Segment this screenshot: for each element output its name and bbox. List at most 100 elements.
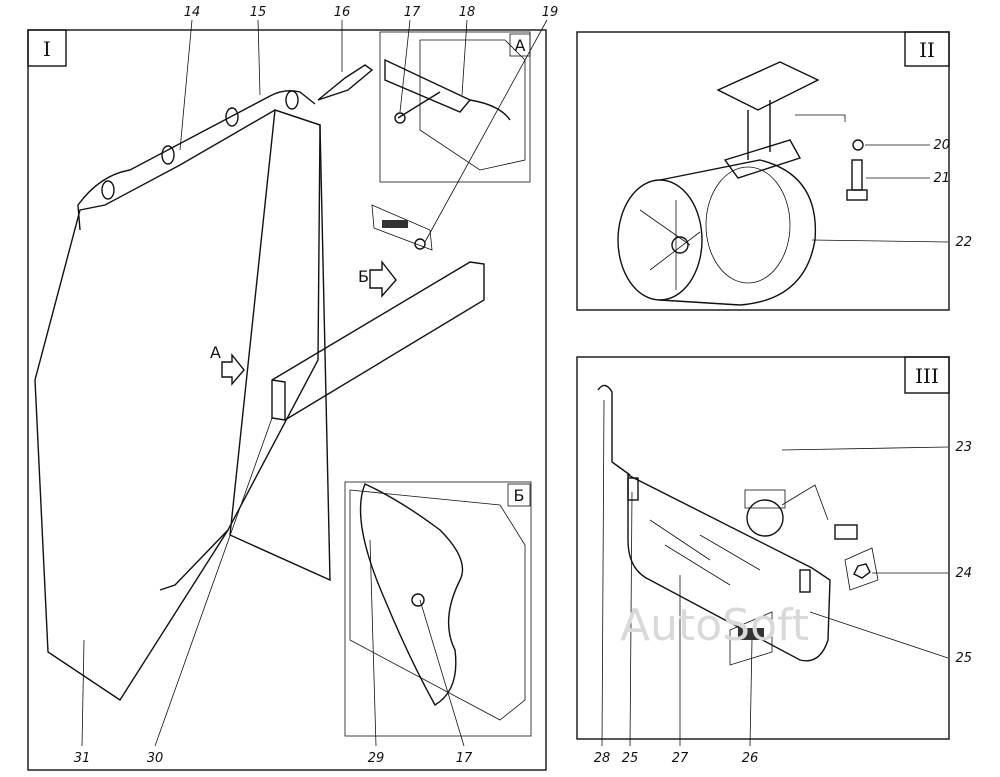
wooden-rail-end xyxy=(271,379,286,420)
rod-ring xyxy=(101,180,115,200)
inset-a-frame xyxy=(379,31,531,183)
inset-a-screw-head xyxy=(394,112,406,124)
visor-rod xyxy=(597,384,631,476)
callout-21: 21 xyxy=(933,171,950,186)
inset-b-wood-block xyxy=(349,489,526,721)
lock-washer-part-20 xyxy=(852,139,864,151)
inset-a-label: А xyxy=(515,36,526,55)
callout-15: 15 xyxy=(250,5,267,20)
callout-17-top: 17 xyxy=(404,5,421,20)
bolt-head-part-21 xyxy=(846,189,868,201)
callout-27: 27 xyxy=(672,751,689,766)
wooden-rail xyxy=(271,261,485,421)
panel-2: II xyxy=(576,31,950,311)
fan-blades xyxy=(639,200,701,290)
knob-leader-line xyxy=(781,484,829,521)
fan-hub xyxy=(671,236,689,254)
fan-housing xyxy=(659,159,817,306)
callout-25-bottom: 25 xyxy=(622,751,639,766)
callout-17-bottom: 17 xyxy=(456,751,473,766)
panel-1-label: I xyxy=(43,37,51,61)
mesh-panel-left xyxy=(34,109,321,701)
leader-14 xyxy=(179,19,193,151)
bolt-shank-part-21 xyxy=(851,159,863,191)
leader-23 xyxy=(781,446,949,451)
inset-b-label: Б xyxy=(514,486,525,505)
bolt-detail-19 xyxy=(371,204,433,251)
callout-24: 24 xyxy=(955,566,972,581)
nut-part-24 xyxy=(853,563,871,579)
panel-3-label: III xyxy=(915,364,939,388)
panel-3-label-box xyxy=(904,356,950,394)
inset-b-label-box xyxy=(507,483,531,507)
leader-28 xyxy=(601,399,605,747)
panel-1: I А xyxy=(27,29,547,771)
visor-clip-left xyxy=(627,477,639,501)
watermark: AutoSoft xyxy=(620,600,809,651)
leader-lines xyxy=(81,19,949,747)
rod-ring xyxy=(285,90,299,110)
leader-22 xyxy=(811,239,949,243)
inset-a-mesh-clip xyxy=(384,58,472,113)
inset-a-hook xyxy=(469,99,511,121)
leader-19 xyxy=(424,19,548,243)
bolt-part-26 xyxy=(738,628,764,640)
panel-2-label-box xyxy=(904,31,950,67)
mesh-panel-fold xyxy=(159,529,229,591)
knob-part-23-top xyxy=(744,489,786,509)
callout-25-right: 25 xyxy=(955,651,972,666)
callout-29: 29 xyxy=(368,751,385,766)
fan-motor-body xyxy=(705,166,791,284)
inset-b: Б xyxy=(344,481,532,737)
callout-31: 31 xyxy=(74,751,91,766)
rod-ring xyxy=(161,145,175,165)
fan-base-plate xyxy=(723,139,802,179)
inset-b-mesh-hook xyxy=(359,483,464,706)
mesh-panel-right xyxy=(229,109,331,582)
leader-30 xyxy=(154,417,273,747)
callout-30: 30 xyxy=(147,751,164,766)
callout-23: 23 xyxy=(955,440,972,455)
inset-a: А xyxy=(379,31,531,183)
inset-b-frame xyxy=(344,481,532,737)
panel-1-frame xyxy=(27,29,547,771)
leader-26 xyxy=(749,639,753,747)
visor-glass-reflection xyxy=(649,519,761,586)
rod-rings xyxy=(101,90,299,200)
bolt-detail-26 xyxy=(729,611,773,666)
leader-31 xyxy=(81,639,85,747)
panel-3: III xyxy=(576,356,950,740)
leader-29 xyxy=(369,539,377,747)
callout-22: 22 xyxy=(955,235,972,250)
panel-1-label-box xyxy=(27,29,67,67)
nut-detail-24 xyxy=(844,547,879,591)
leader-18 xyxy=(461,19,468,96)
callout-18: 18 xyxy=(459,5,476,20)
callout-19: 19 xyxy=(542,5,559,20)
leader-25-bottom xyxy=(629,491,633,747)
leader-25-right xyxy=(809,611,949,659)
inset-b-screw xyxy=(411,593,425,607)
arrow-b-label: Б xyxy=(358,267,369,286)
fan-mount-post xyxy=(747,100,771,160)
rod-ring xyxy=(225,107,239,127)
leader-17-bottom xyxy=(419,599,465,747)
callout-26: 26 xyxy=(742,751,759,766)
knob-part-23 xyxy=(746,499,784,537)
callout-28: 28 xyxy=(594,751,611,766)
nut-part-19 xyxy=(414,238,426,250)
arrow-a-marker xyxy=(221,353,245,386)
inset-a-screw xyxy=(397,91,441,119)
clip-part-16 xyxy=(317,64,374,101)
panel-2-label: II xyxy=(919,38,935,62)
callout-20: 20 xyxy=(933,138,950,153)
arrow-b-marker xyxy=(369,259,397,298)
bolt-head-small xyxy=(834,524,858,540)
leader-17-top xyxy=(399,19,411,113)
fan-mount-bracket xyxy=(716,61,820,111)
panel-2-frame xyxy=(576,31,950,311)
callout-numbers: 14 15 16 17 18 19 20 21 22 23 24 25 25 2… xyxy=(74,5,972,766)
leader-15 xyxy=(257,19,261,96)
fan-leader-line xyxy=(795,114,846,122)
